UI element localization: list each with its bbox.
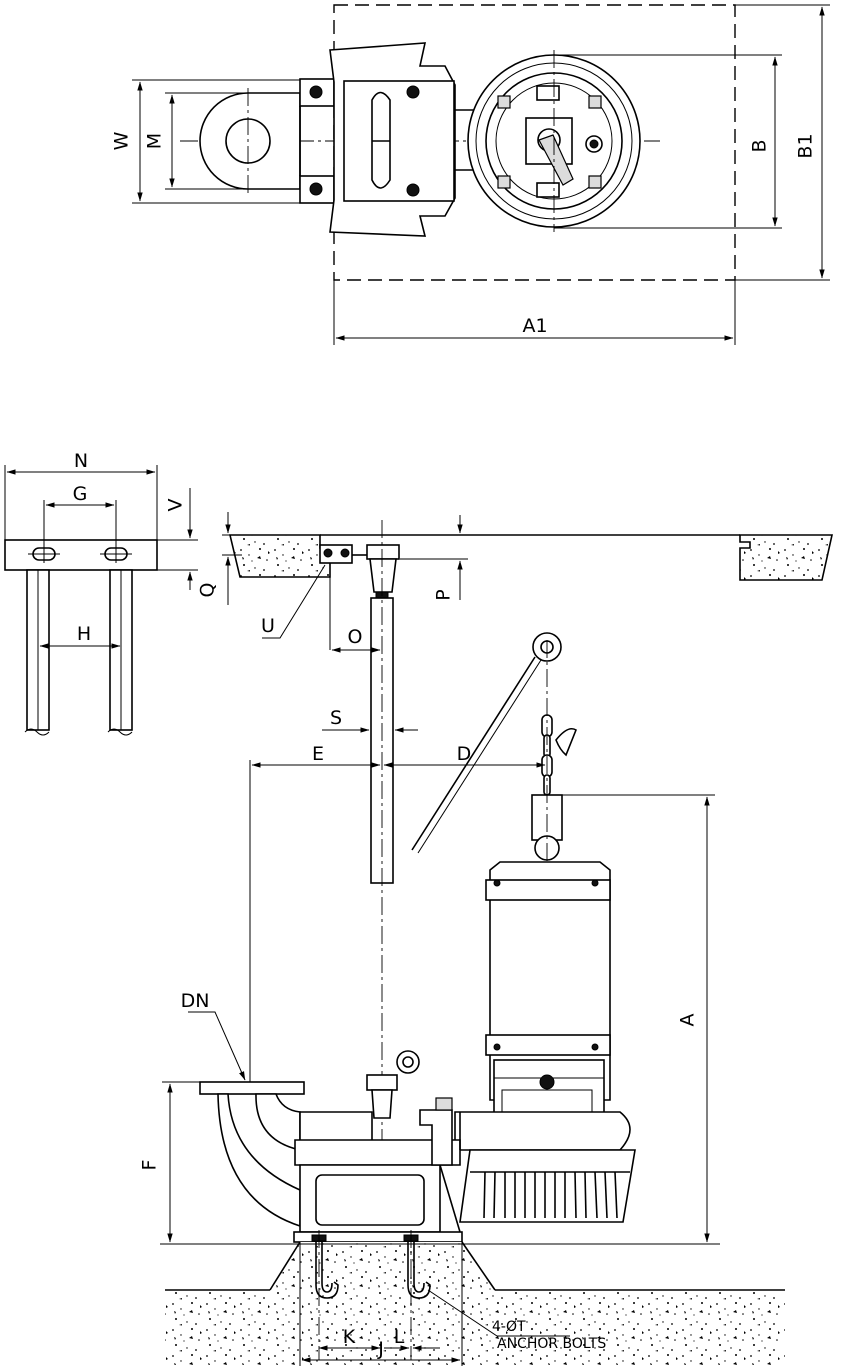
lifting-gear <box>411 632 577 980</box>
top-slab-right <box>739 534 833 581</box>
dim-label-s: S <box>330 707 342 729</box>
dim-label-q: Q <box>197 583 219 598</box>
dim-label-l: L <box>394 1326 405 1348</box>
dim-label-f: F <box>139 1160 161 1171</box>
dim-label-a: A <box>677 1014 699 1027</box>
volute <box>454 1111 631 1151</box>
dim-label-k: K <box>343 1326 356 1348</box>
dim-label-o: O <box>348 626 363 648</box>
dim-label-u: U <box>261 615 275 637</box>
discharge-flange-top <box>199 88 301 196</box>
duck-foot-base <box>293 1050 463 1243</box>
dim-label-g: G <box>73 483 88 505</box>
dim-label-v: V <box>165 499 187 512</box>
dim-label-h: H <box>77 623 91 645</box>
top-slab-left <box>228 534 331 578</box>
dim-label-b: B <box>749 139 771 152</box>
motor-top <box>467 50 641 232</box>
motor-body <box>485 861 611 1141</box>
anchor-bolts <box>311 1230 431 1360</box>
floor-concrete <box>165 1242 785 1365</box>
dim-label-w: W <box>111 131 133 150</box>
upper-guide-bracket <box>319 544 400 599</box>
anchor-count-label: 4-ØT <box>492 1319 526 1335</box>
dim-label-d: D <box>457 743 472 765</box>
outlet-label-dn: DN <box>181 990 210 1012</box>
top-view: W M B B1 A1 <box>111 4 830 345</box>
dim-label-a1: A1 <box>522 315 547 337</box>
dim-label-e: E <box>312 743 324 765</box>
strainer <box>459 1149 636 1223</box>
coupling-body-top <box>329 42 481 237</box>
side-view: Q U P O S <box>139 512 833 1366</box>
dim-label-n: N <box>74 450 88 472</box>
guide-bracket-detail: N G H V <box>4 450 198 736</box>
pit-outline <box>333 4 736 281</box>
dim-label-j: J <box>377 1338 384 1360</box>
anchor-bolts-label: ANCHOR BOLTS <box>497 1336 606 1352</box>
dim-label-b1: B1 <box>795 133 817 158</box>
dim-label-p: P <box>433 589 455 600</box>
discharge-elbow <box>199 1081 461 1228</box>
dim-label-m: M <box>144 133 166 149</box>
